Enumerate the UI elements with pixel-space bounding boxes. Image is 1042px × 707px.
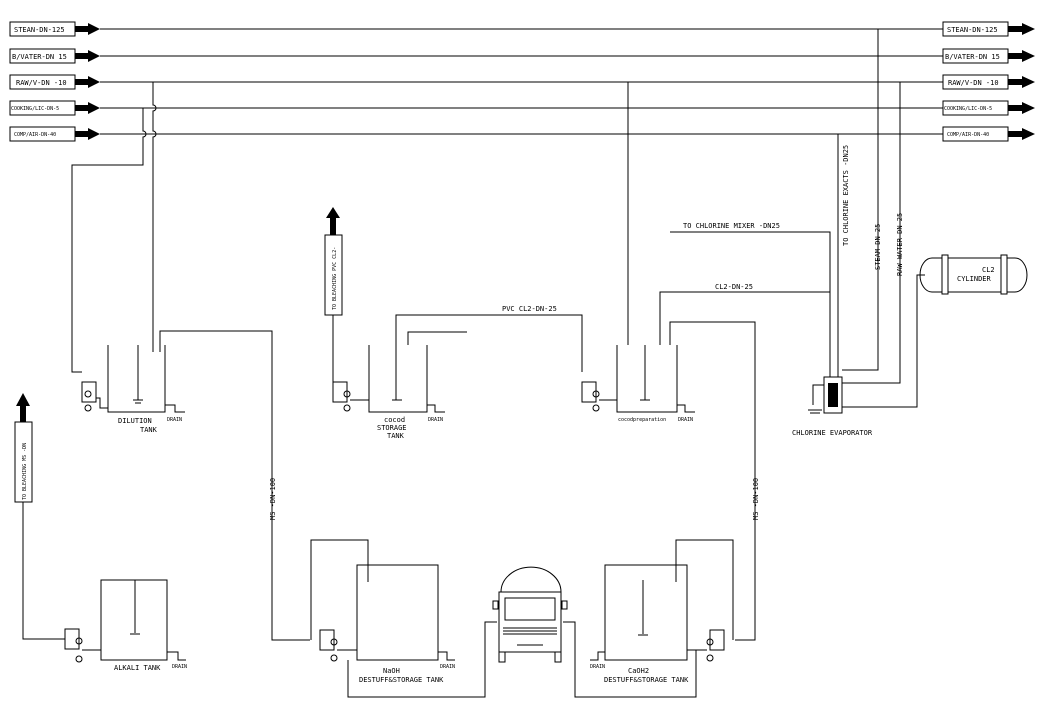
header-cooking-left: COOKING/LIC-DN-5 — [9, 100, 100, 116]
header-bwater-left: B/VATER-DN 15 — [9, 48, 100, 64]
svg-text:TANK: TANK — [140, 426, 158, 434]
svg-text:DRAIN: DRAIN — [678, 417, 693, 423]
right-header-labels: STEAN-DN-125 B/VATER-DN 15 RAW/V-DN -10 … — [942, 21, 1035, 142]
svg-text:RAW/V-DN -10: RAW/V-DN -10 — [16, 79, 67, 87]
preparation-tank: cocodpreparation DRAIN CL2-DN-25 — [581, 82, 830, 641]
svg-text:B/VATER-DN 15: B/VATER-DN 15 — [12, 53, 67, 61]
header-cooking-right: COOKING/LIC-DN-5 — [942, 100, 1035, 116]
header-lines — [100, 28, 943, 135]
svg-text:COOKING/LIC-DN-5: COOKING/LIC-DN-5 — [944, 106, 992, 112]
chlorine-lines: TO CHLORINE MIXER -DN25 TO CHLORINE EXAC… — [670, 29, 925, 408]
cl2-cylinder: CL2 CYLINDER — [919, 254, 1028, 295]
caoh-storage-tank: CaOH2 DESTUFF&STORAGE TANK DRAIN — [563, 539, 734, 698]
svg-text:CL2: CL2 — [982, 266, 995, 274]
svg-text:COMP/AIR-DN-40: COMP/AIR-DN-40 — [947, 132, 989, 138]
svg-text:CYLINDER: CYLINDER — [957, 275, 992, 283]
svg-text:DESTUFF&STORAGE TANK: DESTUFF&STORAGE TANK — [604, 676, 689, 684]
svg-text:CL2-DN-25: CL2-DN-25 — [715, 283, 753, 291]
header-steam-right: STEAN-DN-125 — [942, 21, 1035, 37]
ms-left-label: MS -DN-100 — [269, 478, 277, 520]
svg-text:CHLORINE EVAPORATOR: CHLORINE EVAPORATOR — [792, 429, 873, 437]
header-steam-left: STEAN-DN-125 — [9, 21, 100, 37]
svg-text:DRAIN: DRAIN — [590, 664, 605, 670]
tanker-truck-icon — [492, 566, 568, 663]
svg-text:cocod: cocod — [384, 416, 405, 424]
alkali-tank: ALKALI TANK DRAIN — [64, 579, 187, 672]
svg-text:NaOH: NaOH — [383, 667, 400, 675]
svg-text:RAW/V-DN -10: RAW/V-DN -10 — [948, 79, 999, 87]
svg-text:TANK: TANK — [387, 432, 405, 440]
svg-text:DILUTION: DILUTION — [118, 417, 152, 425]
svg-text:RAW WATER-DN-25: RAW WATER-DN-25 — [896, 213, 904, 276]
svg-text:TO BLEACHING MS -DN: TO BLEACHING MS -DN — [22, 443, 28, 500]
svg-text:B/VATER-DN 15: B/VATER-DN 15 — [945, 53, 1000, 61]
svg-text:TO BLEACHING PVC CL2-: TO BLEACHING PVC CL2- — [332, 247, 338, 310]
header-compair-left: COMP/AIR-DN-40 — [9, 126, 100, 142]
header-rawwater-left: RAW/V-DN -10 — [9, 74, 100, 90]
naoh-storage-tank: NaOH DESTUFF&STORAGE TANK DRAIN — [310, 539, 497, 698]
dilution-tank: DILUTION TANK DRAIN — [81, 345, 185, 434]
header-compair-right: COMP/AIR-DN-40 — [942, 126, 1035, 142]
svg-text:CaOH2: CaOH2 — [628, 667, 649, 675]
ms-right-label: MS -DN-100 — [752, 478, 760, 520]
svg-text:STEAN-DN-125: STEAN-DN-125 — [947, 26, 998, 34]
to-bleaching-ms-outlet: TO BLEACHING MS -DN — [14, 393, 65, 640]
header-bwater-right: B/VATER-DN 15 — [942, 48, 1035, 64]
svg-text:DESTUFF&STORAGE TANK: DESTUFF&STORAGE TANK — [359, 676, 444, 684]
svg-text:STEAN-DN-125: STEAN-DN-125 — [14, 26, 65, 34]
svg-text:TO CHLORINE MIXER -DN25: TO CHLORINE MIXER -DN25 — [683, 222, 780, 230]
storage-tank: cocod STORAGE TANK DRAIN PVC CL2-DN-25 — [332, 305, 583, 440]
svg-text:STORAGE: STORAGE — [377, 424, 407, 432]
svg-text:DRAIN: DRAIN — [167, 417, 182, 423]
dilution-feed-pipes — [71, 82, 310, 641]
left-header-labels: STEAN-DN-125 B/VATER-DN 15 RAW/V-DN -10 … — [9, 21, 100, 142]
svg-text:TO CHLORINE EXACTS -DN25: TO CHLORINE EXACTS -DN25 — [842, 145, 850, 246]
svg-text:STEAM-DN-25: STEAM-DN-25 — [874, 224, 882, 270]
chlorine-evaporator: CHLORINE EVAPORATOR — [792, 376, 873, 437]
header-rawwater-right: RAW/V-DN -10 — [942, 74, 1035, 90]
to-bleaching-pvc-outlet: TO BLEACHING PVC CL2- — [324, 207, 343, 382]
svg-text:PVC CL2-DN-25: PVC CL2-DN-25 — [502, 305, 557, 313]
svg-text:COMP/AIR-DN-40: COMP/AIR-DN-40 — [14, 132, 56, 138]
svg-text:cocodpreparation: cocodpreparation — [618, 417, 666, 423]
svg-text:DRAIN: DRAIN — [440, 664, 455, 670]
svg-text:ALKALI TANK: ALKALI TANK — [114, 664, 161, 672]
svg-text:COOKING/LIC-DN-5: COOKING/LIC-DN-5 — [11, 106, 59, 112]
svg-text:DRAIN: DRAIN — [172, 664, 187, 670]
svg-text:DRAIN: DRAIN — [428, 417, 443, 423]
